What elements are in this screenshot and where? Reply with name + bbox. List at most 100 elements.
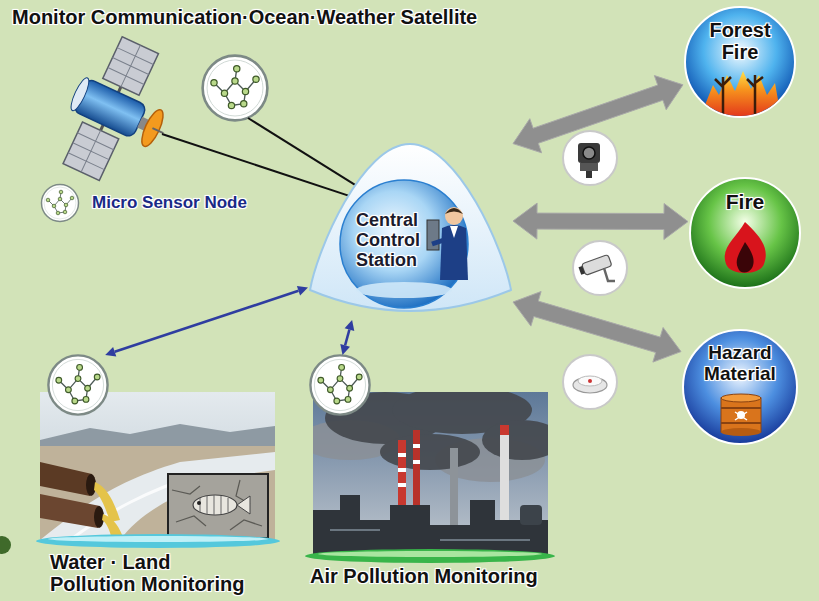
satellite — [103, 37, 159, 96]
air-pollution-photo — [520, 505, 542, 525]
data-link-arrow — [162, 118, 376, 203]
air-pollution-photo — [482, 420, 548, 460]
air-pollution-photo — [500, 425, 509, 435]
central-shape — [450, 226, 458, 238]
link-arrow — [297, 286, 308, 296]
hazard-shape — [721, 428, 761, 436]
central-shape — [445, 208, 463, 214]
cctv-icon — [573, 241, 627, 295]
sensor-node-symbol — [48, 355, 107, 414]
smoke-detector-icon — [563, 355, 617, 409]
air-pollution-photo — [413, 446, 420, 462]
fire-shape — [690, 178, 800, 288]
control-station: Central Control Station — [308, 140, 513, 320]
satellite — [138, 107, 168, 149]
camera-icon — [586, 171, 592, 178]
satellite — [46, 29, 193, 197]
central-shape — [445, 207, 463, 225]
legend-caption: Micro Sensor Node — [92, 193, 247, 212]
air-pollution-photo — [398, 455, 406, 485]
water-pollution-photo — [168, 474, 268, 538]
camera-icon — [578, 143, 600, 163]
camera-icon — [583, 147, 595, 159]
hazard-circle: Hazard Material — [681, 328, 799, 446]
label-band — [36, 534, 280, 548]
camera-icon — [580, 163, 598, 171]
central-shape — [432, 240, 444, 244]
water-pollution-photo — [172, 480, 262, 530]
fire-shape — [725, 222, 766, 273]
node-label: Hazard Material — [693, 342, 787, 385]
label-band — [305, 549, 555, 563]
sensor-node-symbol — [310, 355, 369, 414]
smoke-detector-icon — [563, 355, 617, 409]
monitoring-site: Air Pollution Monitoring — [305, 355, 555, 595]
hazard-shape — [735, 412, 747, 420]
satellite — [152, 128, 163, 133]
double-arrow — [513, 203, 688, 239]
cctv-icon — [582, 254, 612, 275]
water-pollution-photo — [40, 462, 92, 496]
water-pollution-photo — [237, 496, 250, 514]
forest-shape — [715, 75, 763, 117]
hazard-shape — [721, 408, 761, 423]
air-pollution-photo — [313, 495, 548, 554]
water-pollution-photo — [193, 495, 237, 515]
monitoring-site: Water · Land Pollution Monitoring — [38, 355, 278, 601]
node-label: Forest Fire — [695, 19, 785, 64]
data-link-arrow — [162, 134, 358, 199]
cctv-icon — [604, 268, 615, 281]
water-pollution-photo — [86, 474, 96, 496]
diagram-title: Monitor Communication·Ocean·Weather Sate… — [12, 6, 477, 28]
sensor-node-symbol — [203, 56, 268, 121]
hazard-shape — [683, 330, 797, 444]
link-arrow — [340, 320, 354, 355]
link-arrow — [105, 286, 308, 357]
link-arrow — [345, 320, 355, 331]
water-pollution-photo — [40, 494, 100, 528]
node-label: Fire — [700, 190, 790, 214]
satellite — [103, 37, 159, 96]
link-arrow — [340, 344, 350, 355]
smoke-detector-icon — [578, 376, 602, 386]
water-pollution-photo — [197, 501, 201, 505]
double-arrow — [513, 292, 681, 363]
water-pollution-photo — [200, 495, 228, 515]
water-pollution-photo — [40, 446, 275, 540]
forest-shape — [685, 7, 795, 117]
node-label: Water · Land Pollution Monitoring — [50, 551, 255, 596]
label-band — [318, 551, 542, 557]
link-arrow — [345, 330, 349, 346]
central-shape — [340, 180, 468, 308]
label-band — [48, 536, 268, 542]
node-label: Air Pollution Monitoring — [310, 565, 550, 587]
central-shape — [440, 225, 468, 280]
central-shape — [310, 144, 511, 311]
air-pollution-photo — [313, 392, 548, 554]
link-arrow — [105, 347, 116, 357]
hazard-shape — [721, 394, 761, 402]
water-pollution-photo — [40, 452, 275, 540]
smoke-detector-icon — [588, 379, 592, 383]
forest-shape — [701, 71, 781, 117]
cctv-icon — [573, 241, 627, 295]
double-arrow — [513, 76, 683, 153]
cctv-icon — [578, 266, 584, 275]
camera-icon — [563, 131, 617, 185]
fire-shape — [737, 242, 754, 273]
central-shape — [356, 282, 452, 298]
link-arrow — [115, 291, 299, 352]
edge-mark — [0, 536, 11, 554]
air-pollution-photo — [330, 530, 530, 540]
satellite — [63, 122, 119, 181]
hazard-circle: Forest Fire — [683, 5, 797, 119]
satellite — [68, 76, 92, 113]
node-label: Central Control Station — [356, 210, 424, 270]
hazard-circle: Fire — [688, 176, 802, 290]
sensor-node-symbol — [42, 185, 79, 222]
camera-icon — [563, 131, 617, 185]
hazard-shape — [721, 398, 761, 432]
smoke-detector-icon — [573, 377, 607, 393]
